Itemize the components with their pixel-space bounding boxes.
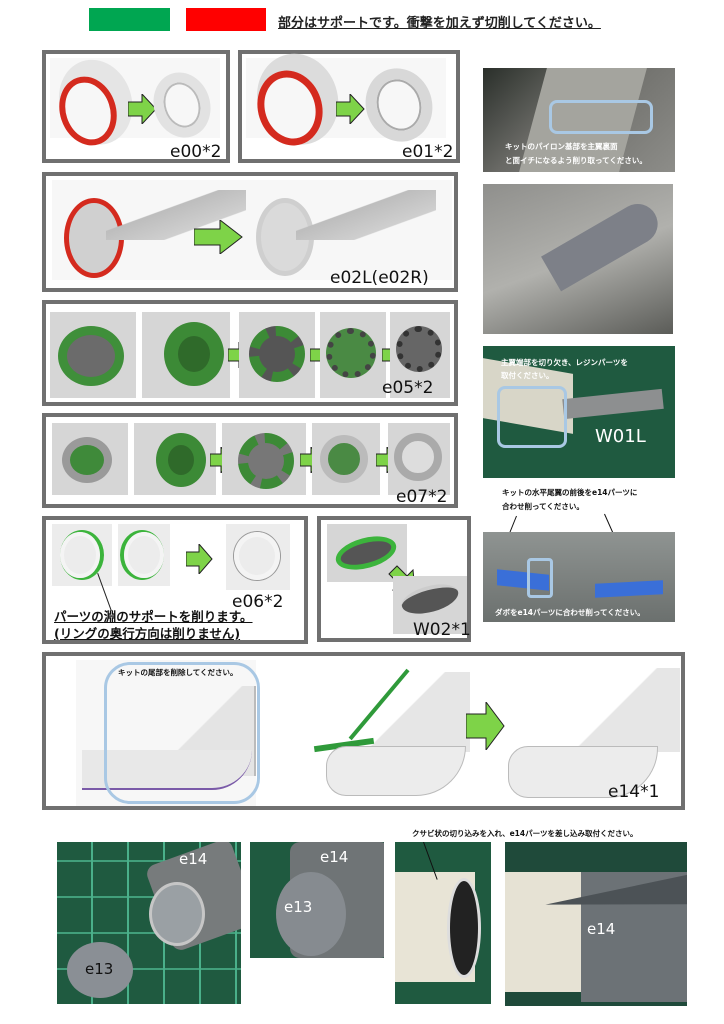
tail-fin-clean (556, 668, 680, 752)
pylon-caption-line2: と面イチになるよう削り取ってください。 (505, 156, 647, 165)
green-arrow-icon (185, 542, 214, 578)
part-label-e01: e01*2 (402, 142, 454, 162)
ring-image (50, 58, 220, 138)
fan-step-1 (50, 312, 136, 398)
pylon-right (296, 190, 436, 240)
green-support-swatch (89, 8, 170, 31)
photo-tail-cone-capped: e14 e13 (250, 842, 384, 958)
panel-e02: e02L(e02R) (42, 172, 458, 292)
tail-highlight-box (104, 662, 260, 804)
stabilizer-caption-line1: キットの水平尾翼の前後をe14パーツに (502, 488, 638, 497)
e06-note-line1: パーツの淵のサポートを削ります。 (54, 609, 253, 624)
green-arrow-icon (465, 700, 506, 754)
green-arrow-icon (193, 218, 244, 258)
ring-step-3 (226, 524, 290, 590)
support-instruction: 部分はサポートです。衝撃を加えず切削してください。 (278, 16, 601, 31)
turbine-step-5 (388, 423, 450, 495)
stabilizer-bottom-caption: ダボをe14パーツに合わせ削ってください。 (495, 608, 645, 617)
e14-label-b: e14 (320, 848, 349, 866)
tail-cone-clean (508, 746, 658, 798)
green-arrow-icon (127, 92, 158, 128)
panel-e14: キットの尾部を削除してください。 e14*1 (42, 652, 685, 810)
panel-e06: e06*2 パーツの淵のサポートを削ります。 (リングの奥行方向は削りません) (42, 516, 308, 644)
photo-pylon-installed (483, 184, 673, 334)
red-support-swatch (186, 8, 266, 31)
turbine-step-3 (222, 423, 306, 495)
wing-caption-line1: 主翼端部を切り欠き、レジンパーツを (501, 358, 628, 367)
wedge-caption: クサビ状の切り込みを入れ、e14パーツを差し込み取付ください。 (412, 829, 638, 838)
photo-pylon: キットのパイロン基部を主翼裏面 と面イチになるよう削り取ってください。 (483, 68, 675, 172)
panel-e00: e00*2 (42, 50, 230, 163)
wing-caption-line2: 取付ください。 (501, 371, 554, 380)
part-label-e02: e02L(e02R) (330, 268, 429, 288)
photo-e14-installed: e14 (505, 842, 687, 1006)
e13-disk (67, 942, 133, 998)
part-label-e06: e06*2 (232, 592, 284, 612)
e13-label-b: e13 (284, 898, 313, 916)
photo-tail-cone-open: e14 e13 (57, 842, 241, 1004)
fan-step-5 (390, 312, 450, 398)
part-label-e07: e07*2 (396, 487, 448, 507)
panel-w02: W02*1 (317, 516, 471, 642)
pylon-caption-line1: キットのパイロン基部を主翼裏面 (505, 142, 618, 151)
e14-label-a: e14 (179, 850, 208, 868)
pylon-highlight-box (549, 100, 653, 134)
part-label-e05: e05*2 (382, 378, 434, 398)
panel-e05: e05*2 (42, 300, 458, 406)
panel-e01: e01*2 (238, 50, 460, 163)
wing-highlight-box (497, 386, 567, 448)
part-label-e00: e00*2 (170, 142, 222, 162)
green-arrow-icon (335, 92, 366, 128)
stabilizer-highlight-box (527, 558, 553, 598)
tail-callout: キットの尾部を削除してください。 (118, 668, 238, 677)
fairing-clean (393, 576, 467, 634)
e14-label-c: e14 (587, 920, 616, 938)
w01l-label: W01L (595, 426, 646, 447)
turbine-step-4 (312, 423, 380, 495)
fan-step-3 (239, 312, 315, 398)
photo-wing-tip: 主翼端部を切り欠き、レジンパーツを 取付ください。 W01L (483, 346, 675, 478)
part-label-w02: W02*1 (413, 620, 471, 640)
ring-step-1 (52, 524, 112, 586)
photo-stabilizer: ダボをe14パーツに合わせ削ってください。 (483, 532, 675, 622)
fan-step-4 (320, 312, 386, 398)
ring-image (246, 58, 446, 138)
e13-label-a: e13 (85, 960, 114, 978)
e06-note-line2: (リングの奥行方向は削りません) (54, 626, 241, 641)
ring-step-2 (118, 524, 170, 586)
fan-step-2 (142, 312, 230, 398)
turbine-step-2 (134, 423, 216, 495)
turbine-step-1 (52, 423, 128, 495)
part-label-e14: e14*1 (608, 782, 660, 802)
photo-wedge-cut (395, 842, 491, 1004)
stabilizer-caption-line2: 合わせ削ってください。 (502, 502, 584, 511)
tail-cone-with-support (326, 746, 466, 796)
panel-e07: e07*2 (42, 413, 458, 508)
